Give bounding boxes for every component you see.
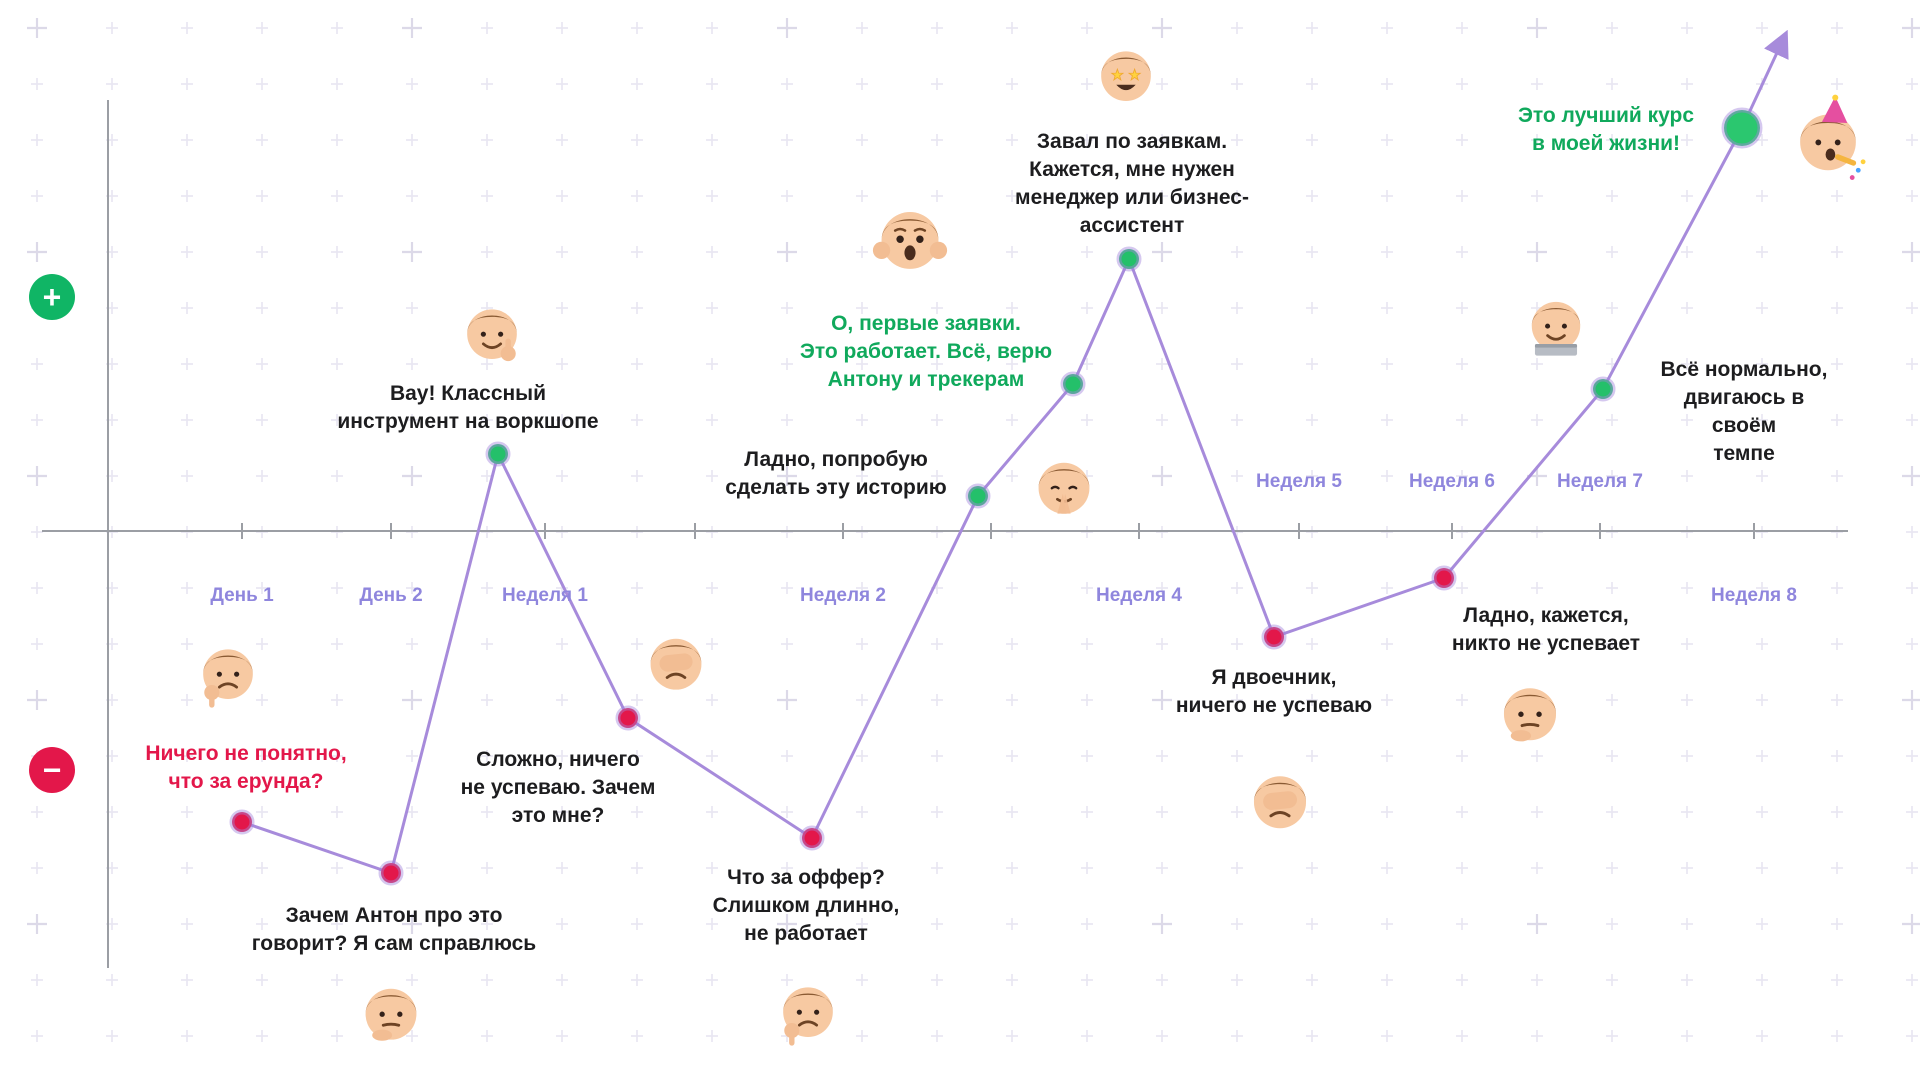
data-point bbox=[1060, 371, 1086, 397]
data-point bbox=[1116, 246, 1142, 272]
praying-face-icon bbox=[1022, 444, 1106, 528]
point-label: Зачем Антон про это говорит? Я сам справ… bbox=[251, 904, 537, 955]
thumbs-down-face-icon bbox=[187, 631, 269, 713]
thinking-face-icon bbox=[1487, 669, 1573, 755]
thumbs-down-face-icon bbox=[767, 969, 849, 1051]
data-point bbox=[485, 441, 511, 467]
data-point bbox=[1431, 565, 1457, 591]
facepalm-face-icon bbox=[634, 620, 718, 704]
data-point bbox=[1721, 107, 1763, 149]
timeline-label: Неделя 4 bbox=[1096, 585, 1182, 606]
point-label: Сложно, ничего не успеваю. Зачем это мне… bbox=[460, 748, 656, 827]
timeline-label: Неделя 1 bbox=[502, 585, 588, 606]
shocked-face-icon bbox=[863, 191, 957, 285]
timeline-label: Неделя 8 bbox=[1711, 585, 1797, 606]
thinking-face-icon bbox=[349, 970, 433, 1054]
point-label: Ладно, кажется, никто не успевает bbox=[1451, 604, 1641, 655]
data-point bbox=[1261, 624, 1287, 650]
point-label: Завал по заявкам. Кажется, мне нужен мен… bbox=[1015, 130, 1249, 237]
timeline-label: Неделя 5 bbox=[1256, 471, 1342, 492]
data-point bbox=[799, 825, 825, 851]
journey-line bbox=[241, 127, 1744, 875]
point-label: Ладно, попробую сделать эту историю bbox=[725, 448, 947, 499]
data-point bbox=[965, 483, 991, 509]
data-point bbox=[1590, 376, 1616, 402]
minus-badge: − bbox=[29, 747, 75, 793]
timeline-label: День 2 bbox=[359, 585, 423, 606]
point-label: Вау! Классный инструмент на воркшопе bbox=[337, 382, 599, 433]
data-point bbox=[378, 860, 404, 886]
point-label: Что за оффер? Слишком длинно, не работае… bbox=[712, 866, 900, 945]
point-label: Я двоечник, ничего не успеваю bbox=[1175, 666, 1373, 717]
point-label: Ничего не понятно, что за ерунда? bbox=[145, 742, 347, 793]
laptop-face-icon bbox=[1516, 284, 1596, 364]
thumbs-up-face-icon bbox=[451, 291, 533, 373]
facepalm-face-icon bbox=[1237, 757, 1323, 843]
timeline-label: Неделя 6 bbox=[1409, 471, 1495, 492]
timeline-label: Неделя 7 bbox=[1557, 471, 1643, 492]
timeline-label: Неделя 2 bbox=[800, 585, 886, 606]
data-point bbox=[615, 705, 641, 731]
data-point bbox=[229, 809, 255, 835]
party-face-icon bbox=[1782, 94, 1874, 186]
plus-badge: + bbox=[29, 274, 75, 320]
point-label: Всё нормально, двигаюсь в своём темпе bbox=[1660, 358, 1828, 465]
point-label: Это лучший курс в моей жизни! bbox=[1517, 104, 1695, 155]
timeline-label: День 1 bbox=[210, 585, 274, 606]
starstruck-face-icon bbox=[1085, 33, 1167, 115]
point-label: О, первые заявки. Это работает. Всё, вер… bbox=[799, 312, 1053, 391]
